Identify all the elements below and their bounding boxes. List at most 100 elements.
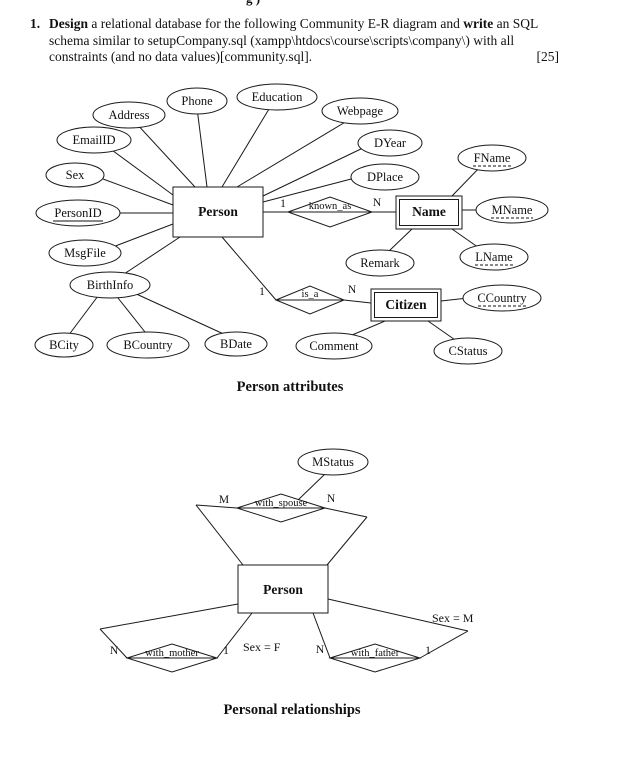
attribute-label: BirthInfo: [87, 278, 134, 292]
attribute-ellipse: [350, 163, 420, 191]
cardinality-spouse-m: M: [219, 494, 229, 506]
connector-line: [104, 144, 174, 196]
attribute-remark: Remark: [345, 249, 415, 277]
attribute-label: Education: [252, 90, 303, 104]
attribute-label: PersonID: [54, 206, 101, 220]
connector-line: [195, 504, 238, 509]
attribute-label: Sex: [66, 168, 86, 182]
attribute-label: Address: [109, 108, 150, 122]
connector-line: [195, 504, 244, 566]
relationship-label-with-father: with_father: [351, 648, 400, 659]
relationship-label-with-mother: with_mother: [145, 648, 199, 659]
attribute-dyear: DYear: [357, 129, 423, 157]
attribute-ellipse: [45, 162, 105, 188]
attribute-label: Phone: [181, 94, 213, 108]
attribute-ellipse: [56, 126, 132, 154]
connector-line: [134, 121, 196, 188]
attribute-ellipse: [48, 239, 122, 267]
attribute-ellipse: [35, 199, 121, 227]
attribute-mstatus: MStatus: [297, 448, 369, 476]
attribute-webpage: Webpage: [321, 97, 399, 125]
attribute-label: Comment: [309, 339, 359, 353]
d1-cardinalities: 1 N 1 N: [259, 197, 382, 298]
constraint-sex-f: Sex = F: [243, 640, 281, 654]
entity-name-weak: Name: [395, 195, 463, 230]
attribute-sex: Sex: [45, 162, 105, 188]
attribute-bcity: BCity: [34, 332, 94, 358]
connector-line: [296, 473, 326, 502]
attribute-msgfile: MsgFile: [48, 239, 122, 267]
entity-label-person: Person: [263, 582, 303, 597]
question-line-2: schema similar to setupCompany.sql (xamp…: [49, 32, 515, 48]
connector-line: [221, 236, 277, 301]
attribute-ellipse: [475, 196, 549, 224]
attribute-label: MsgFile: [64, 246, 106, 260]
connector-line: [196, 107, 208, 188]
connector-line: [262, 146, 366, 197]
entity-citizen-weak: Citizen: [370, 288, 442, 322]
attribute-address: Address: [92, 101, 166, 129]
question-block: 1. Design a relational database for the …: [30, 16, 587, 66]
connector-line: [94, 175, 174, 206]
attribute-label: Remark: [360, 256, 400, 270]
attribute-ellipse: [459, 243, 529, 271]
relationship-label-with-spouse: with_spouse: [255, 498, 308, 509]
cropped-header-fragment: g ): [246, 0, 260, 7]
attribute-lname-partialkey: LName: [459, 243, 529, 271]
connector-line: [99, 628, 128, 659]
connector-line: [326, 516, 368, 566]
attribute-birthinfo: BirthInfo: [69, 271, 151, 299]
cardinality-spouse-n: N: [327, 493, 336, 505]
cardinality-is-a-n: N: [348, 284, 357, 296]
attribute-ellipse: [236, 83, 318, 111]
connector-line: [312, 612, 331, 659]
question-line-3: constraints (and no data values)[communi…: [49, 49, 313, 64]
question-bold-design: Design: [49, 16, 89, 31]
attribute-ellipse: [106, 331, 190, 359]
connector-line: [324, 507, 368, 518]
d2-cardinalities: M N N 1 N 1 Sex = F Sex = M: [110, 493, 474, 657]
entity-label-citizen: Citizen: [385, 297, 427, 312]
entity-rect-inner: [399, 199, 459, 226]
entity-rect: [172, 186, 264, 238]
connector-line: [387, 228, 413, 253]
attribute-ellipse: [295, 332, 373, 360]
relationship-label-known-as: known_as: [309, 201, 352, 212]
question-line-1: Design a relational database for the fol…: [49, 16, 538, 33]
attribute-label: BCity: [49, 338, 80, 352]
entity-rect-inner: [374, 292, 438, 318]
question-row: 1. Design a relational database for the …: [30, 16, 587, 66]
entity-person-2: Person: [237, 564, 329, 614]
question-text-2: an SQL: [493, 16, 539, 31]
connector-line: [216, 612, 253, 659]
entity-label-name: Name: [412, 204, 446, 219]
attribute-ellipse: [92, 101, 166, 129]
connector-line: [327, 598, 469, 632]
connector-line: [104, 223, 174, 251]
attribute-ellipse: [166, 87, 228, 115]
attribute-phone: Phone: [166, 87, 228, 115]
connector-line: [427, 320, 459, 343]
attribute-bdate: BDate: [204, 331, 268, 357]
attribute-ellipse: [34, 332, 94, 358]
connector-line: [221, 103, 273, 188]
connector-line: [419, 630, 469, 659]
attribute-label: Webpage: [337, 104, 384, 118]
attribute-ellipse: [462, 284, 542, 312]
question-text-1: a relational database for the following …: [88, 16, 464, 31]
cardinality-known-as-n: N: [373, 197, 382, 209]
cardinality-father-n: N: [316, 644, 325, 656]
attribute-label: BCountry: [123, 338, 173, 352]
cardinality-is-a-1: 1: [259, 286, 265, 298]
attribute-label: LName: [475, 250, 513, 264]
attribute-education: Education: [236, 83, 318, 111]
relationship-known-as: known_as: [286, 196, 374, 228]
attribute-label: BDate: [220, 337, 252, 351]
relationship-label-is-a: is_a: [302, 289, 319, 300]
entity-rect: [237, 564, 329, 614]
attribute-ellipse: [433, 337, 503, 365]
attribute-ellipse: [321, 97, 399, 125]
connector-line: [117, 236, 181, 279]
